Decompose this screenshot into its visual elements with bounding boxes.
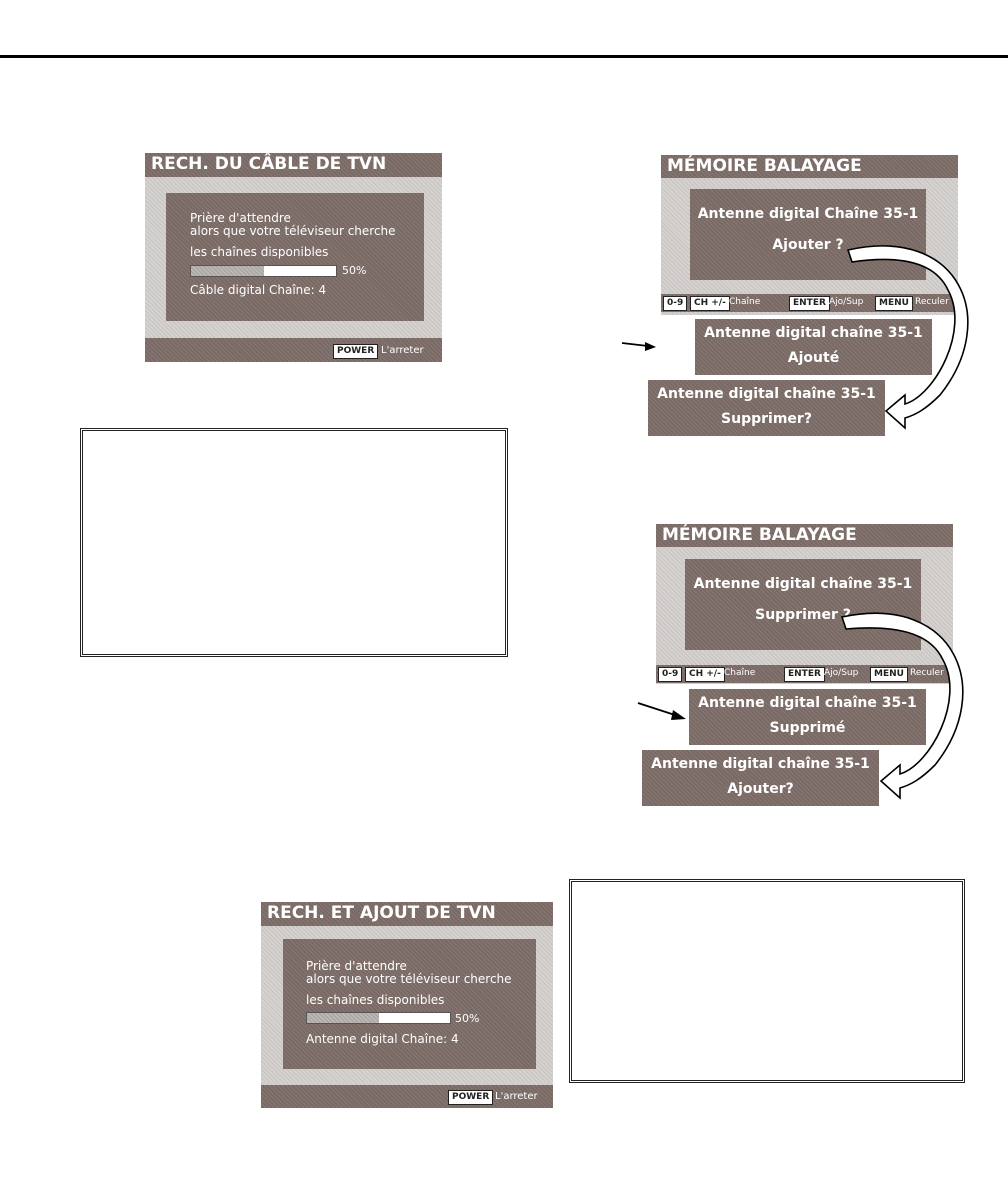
key-menu: MENU bbox=[870, 667, 908, 682]
memory-add-result: Antenne digital chaîne 35-1 Ajouté bbox=[695, 319, 932, 375]
memory-delete-result-status: Supprimé bbox=[769, 720, 846, 736]
memory-add-next-channel: Antenne digital chaîne 35-1 bbox=[657, 386, 876, 402]
power-label: L'arreter bbox=[495, 1091, 538, 1102]
cable-scan-line3: les chaînes disponibles bbox=[190, 245, 329, 259]
cable-scan-title: RECH. DU CÂBLE DE TVN bbox=[145, 153, 442, 177]
key-menu: MENU bbox=[875, 296, 913, 311]
memory-add-result-channel: Antenne digital chaîne 35-1 bbox=[704, 325, 923, 341]
cable-scan-progress-label: 50% bbox=[342, 264, 367, 277]
key-enter: ENTER bbox=[784, 667, 825, 682]
cable-scan-channel: Câble digital Chaîne: 4 bbox=[190, 283, 327, 297]
key-digits: 0-9 bbox=[663, 296, 688, 311]
label-ch: Chaîne bbox=[729, 297, 761, 307]
label-enter: Ajo/Sup bbox=[829, 297, 864, 307]
power-key: POWER bbox=[333, 344, 379, 359]
pointer-arrow-icon bbox=[637, 702, 686, 720]
antenna-scan-line2: alors que votre téléviseur cherche bbox=[306, 972, 512, 986]
memory-add-panel: Antenne digital Chaîne 35-1 Ajouter ? bbox=[690, 189, 926, 280]
memory-add-next: Antenne digital chaîne 35-1 Supprimer? bbox=[648, 380, 885, 436]
memory-delete-title: MÉMOIRE BALAYAGE bbox=[656, 524, 953, 547]
cable-scan-screen: RECH. DU CÂBLE DE TVN Prière d'attendre … bbox=[145, 153, 442, 362]
antenna-scan-progress-fill bbox=[307, 1013, 379, 1023]
cable-scan-line1: Prière d'attendre bbox=[190, 211, 291, 225]
cable-scan-progress-fill bbox=[191, 266, 264, 276]
memory-delete-keybar: 0-9 CH +/- Chaîne ENTER Ajo/Sup MENU Rec… bbox=[656, 665, 953, 683]
memory-add-next-prompt: Supprimer? bbox=[721, 411, 812, 427]
key-enter: ENTER bbox=[789, 296, 830, 311]
note-box-right bbox=[569, 879, 965, 1083]
antenna-scan-footer: POWER L'arreter bbox=[261, 1085, 553, 1108]
memory-delete-next-prompt: Ajouter? bbox=[727, 781, 794, 797]
antenna-scan-progress-label: 50% bbox=[455, 1012, 480, 1025]
memory-delete-panel: Antenne digital chaîne 35-1 Supprimer ? bbox=[685, 559, 921, 650]
antenna-scan-line1: Prière d'attendre bbox=[306, 959, 407, 973]
memory-add-title: MÉMOIRE BALAYAGE bbox=[661, 155, 958, 178]
power-label: L'arreter bbox=[381, 345, 424, 356]
label-menu: Reculer bbox=[910, 668, 944, 678]
antenna-scan-panel: Prière d'attendre alors que votre télévi… bbox=[283, 939, 536, 1069]
key-digits: 0-9 bbox=[658, 667, 683, 682]
top-rule bbox=[0, 55, 1008, 58]
memory-delete-result-channel: Antenne digital chaîne 35-1 bbox=[698, 695, 917, 711]
key-ch: CH +/- bbox=[685, 667, 725, 682]
label-enter: Ajo/Sup bbox=[824, 668, 859, 678]
pointer-arrow-icon bbox=[621, 342, 656, 351]
key-ch: CH +/- bbox=[690, 296, 730, 311]
antenna-scan-progress-bar bbox=[306, 1012, 451, 1024]
curved-arrow-icon bbox=[840, 612, 964, 800]
memory-delete-screen: MÉMOIRE BALAYAGE Antenne digital chaîne … bbox=[656, 524, 953, 684]
memory-delete-channel: Antenne digital chaîne 35-1 bbox=[693, 576, 913, 592]
memory-add-result-status: Ajouté bbox=[787, 350, 840, 366]
antenna-scan-channel: Antenne digital Chaîne: 4 bbox=[306, 1032, 459, 1046]
memory-add-channel: Antenne digital Chaîne 35-1 bbox=[697, 206, 919, 222]
cable-scan-footer: POWER L'arreter bbox=[145, 338, 442, 362]
memory-add-prompt: Ajouter ? bbox=[772, 237, 844, 253]
antenna-scan-screen: RECH. ET AJOUT DE TVN Prière d'attendre … bbox=[261, 902, 553, 1108]
curved-arrow-icon bbox=[846, 245, 969, 430]
antenna-scan-line3: les chaînes disponibles bbox=[306, 993, 445, 1007]
memory-delete-next: Antenne digital chaîne 35-1 Ajouter? bbox=[642, 750, 879, 806]
cable-scan-line2: alors que votre téléviseur cherche bbox=[190, 224, 396, 238]
label-ch: Chaîne bbox=[724, 668, 756, 678]
memory-delete-result: Antenne digital chaîne 35-1 Supprimé bbox=[689, 689, 926, 745]
note-box-left bbox=[80, 428, 508, 657]
power-key: POWER bbox=[448, 1090, 494, 1105]
memory-add-screen: MÉMOIRE BALAYAGE Antenne digital Chaîne … bbox=[661, 155, 958, 315]
antenna-scan-title: RECH. ET AJOUT DE TVN bbox=[261, 902, 553, 926]
memory-delete-prompt: Supprimer ? bbox=[755, 607, 851, 623]
memory-add-keybar: 0-9 CH +/- Chaîne ENTER Ajo/Sup MENU Rec… bbox=[661, 294, 958, 312]
label-menu: Reculer bbox=[915, 297, 949, 307]
memory-delete-next-channel: Antenne digital chaîne 35-1 bbox=[651, 756, 870, 772]
cable-scan-progress-bar bbox=[190, 265, 337, 277]
cable-scan-panel: Prière d'attendre alors que votre télévi… bbox=[166, 193, 424, 321]
